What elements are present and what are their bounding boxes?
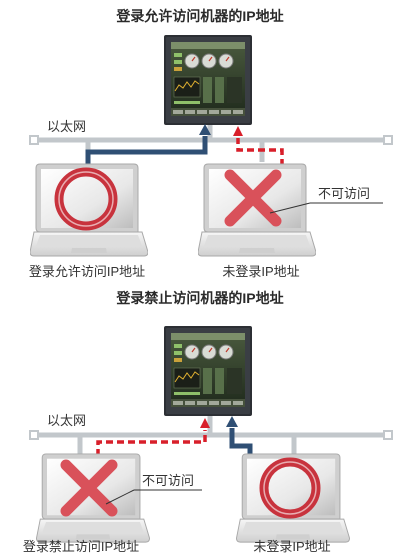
network-label: 以太网 (47, 413, 86, 428)
allowed-access-path (85, 124, 211, 168)
circle-mark-icon (259, 457, 321, 519)
hmi-panel (164, 326, 252, 416)
section-allow: 登录允许访问机器的IP地址 以太网 登录允许访问IP地址 (29, 8, 393, 279)
section-title: 登录禁止访问机器的IP地址 (115, 290, 283, 306)
denied-note: 不可访问 (269, 186, 383, 214)
laptop-unregistered (235, 453, 351, 543)
circle-mark-icon (54, 167, 118, 231)
allowed-access-path (226, 416, 253, 460)
hmi-panel (164, 35, 252, 125)
laptop-unregistered (198, 163, 316, 257)
section-title: 登录允许访问机器的IP地址 (115, 8, 283, 24)
denied-note-text: 不可访问 (318, 186, 370, 201)
denied-access-path (96, 418, 210, 456)
laptop-allowed (30, 163, 148, 257)
denied-note: 不可访问 (105, 473, 202, 505)
denied-access-path (233, 126, 284, 166)
pc-right-label: 未登录IP地址 (253, 539, 330, 554)
network-label: 以太网 (47, 119, 86, 134)
denied-note-text: 不可访问 (142, 473, 194, 488)
pc-right-label: 未登录IP地址 (222, 264, 299, 279)
pc-left-label: 登录禁止访问IP地址 (23, 539, 139, 554)
section-deny: 登录禁止访问机器的IP地址 以太网 登录禁止访问IP地址 (23, 290, 393, 554)
cross-mark-icon (224, 169, 282, 227)
cross-mark-icon (60, 459, 118, 517)
pc-left-label: 登录允许访问IP地址 (29, 264, 145, 279)
